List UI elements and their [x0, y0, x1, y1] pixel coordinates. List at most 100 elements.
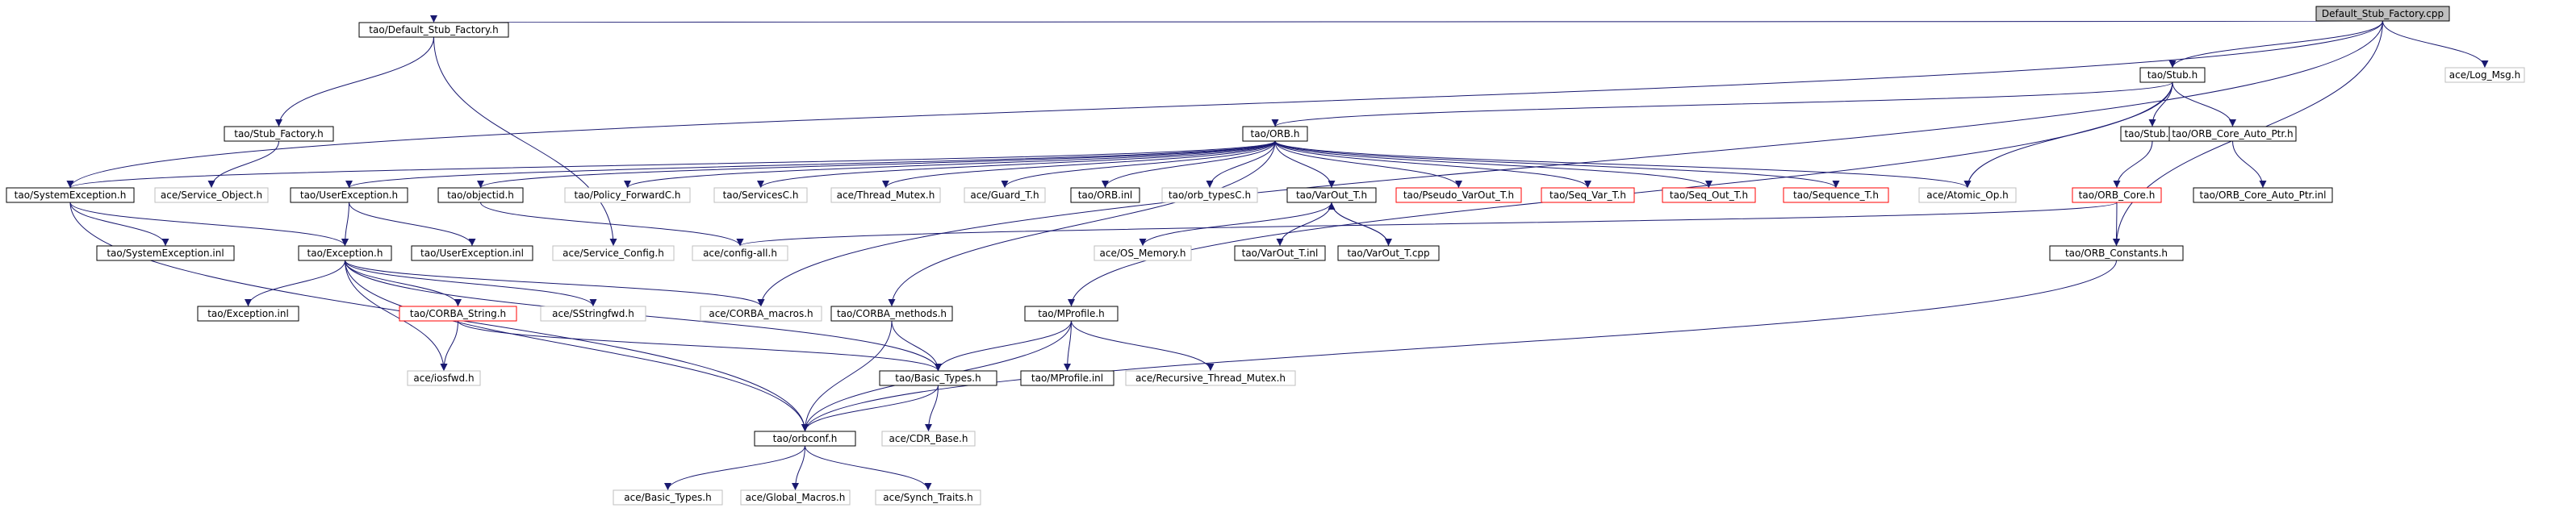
node-service_object: ace/Service_Object.h — [154, 187, 269, 203]
node-varout_cpp[interactable]: tao/VarOut_T.cpp — [1337, 245, 1440, 261]
edge-corba_string-to-basic_types_tao — [458, 320, 942, 372]
edge-orb_h-to-thread_mutex — [882, 140, 1276, 189]
node-box-objectid — [437, 187, 524, 203]
edge-orb_h-to-varout_h — [1274, 140, 1336, 189]
node-basic_types_tao[interactable]: tao/Basic_Types.h — [879, 370, 997, 386]
node-label-orb_inl: tao/ORB.inl — [1078, 189, 1133, 201]
node-label-atomic_op: ace/Atomic_Op.h — [1926, 189, 2009, 201]
node-box-mprofile_inl — [1020, 370, 1114, 386]
node-seq_out[interactable]: tao/Seq_Out_T.h — [1662, 187, 1756, 203]
node-objectid[interactable]: tao/objectid.h — [437, 187, 524, 203]
node-box-sysexc_h — [6, 187, 135, 203]
edge-orb_h-to-orb_inl — [1102, 140, 1276, 189]
node-label-sequence_t: tao/Sequence_T.h — [1793, 189, 1879, 201]
node-box-orb_typesc — [1161, 187, 1258, 203]
node-label-objectid: tao/objectid.h — [447, 189, 514, 201]
edge-mprofile_h-to-recursive_mutex — [1071, 320, 1215, 372]
node-log_msg: ace/Log_Msg.h — [2444, 67, 2525, 83]
node-orb_inl[interactable]: tao/ORB.inl — [1070, 187, 1140, 203]
node-box-orb_core_auto_inl — [2193, 187, 2333, 203]
node-label-userexc_h: tao/UserException.h — [300, 189, 398, 201]
node-exception_inl[interactable]: tao/Exception.inl — [197, 306, 299, 322]
edge-orb_h-to-objectid — [477, 140, 1276, 189]
edge-exception_h-to-iosfwd — [345, 260, 448, 372]
node-synch_traits: ace/Synch_Traits.h — [875, 489, 981, 506]
node-box-synch_traits — [875, 489, 981, 506]
node-stub_factory[interactable]: tao/Stub_Factory.h — [224, 126, 334, 142]
node-box-thread_mutex — [830, 187, 941, 203]
edge-corba_methods-to-orbconf — [801, 320, 893, 432]
node-label-mprofile_h: tao/MProfile.h — [1038, 308, 1105, 319]
node-box-os_memory — [1094, 245, 1192, 261]
node-thread_mutex: ace/Thread_Mutex.h — [830, 187, 941, 203]
node-box-cdr_base — [881, 431, 976, 447]
node-iosfwd: ace/iosfwd.h — [407, 370, 481, 386]
node-label-stub_factory: tao/Stub_Factory.h — [234, 128, 324, 139]
node-corba_methods[interactable]: tao/CORBA_methods.h — [830, 306, 953, 322]
node-orb_core_auto[interactable]: tao/ORB_Core_Auto_Ptr.h — [2168, 126, 2297, 142]
edge-userexc_h-to-userexc_inl — [349, 202, 476, 247]
node-stub_inl[interactable]: tao/Stub.inl — [2120, 126, 2185, 142]
node-orb_core_auto_inl[interactable]: tao/ORB_Core_Auto_Ptr.inl — [2193, 187, 2333, 203]
node-label-mprofile_inl: tao/MProfile.inl — [1031, 373, 1103, 384]
edge-corba_string-to-iosfwd — [440, 320, 458, 372]
node-box-service_config — [552, 245, 675, 261]
node-box-corba_methods — [830, 306, 953, 322]
node-varout_h[interactable]: tao/VarOut_T.h — [1286, 187, 1377, 203]
node-label-stub_inl: tao/Stub.inl — [2124, 128, 2180, 139]
edge-orb_h-to-policy_fwd — [624, 140, 1276, 189]
node-sysexc_inl[interactable]: tao/SystemException.inl — [96, 245, 235, 261]
node-sequence_t[interactable]: tao/Sequence_T.h — [1783, 187, 1889, 203]
node-box-exception_h — [298, 245, 392, 261]
node-seq_var[interactable]: tao/Seq_Var_T.h — [1541, 187, 1635, 203]
node-orb_h[interactable]: tao/ORB.h — [1242, 126, 1308, 142]
node-label-orb_constants: tao/ORB_Constants.h — [2065, 248, 2168, 259]
node-exception_h[interactable]: tao/Exception.h — [298, 245, 392, 261]
node-dsf_h[interactable]: tao/Default_Stub_Factory.h — [358, 22, 509, 38]
edge-orb_constants-to-orbconf — [801, 260, 2117, 432]
node-box-orb_constants — [2049, 245, 2184, 261]
edge-orb_core_h-to-orb_constants — [2113, 202, 2121, 247]
node-varout_inl[interactable]: tao/VarOut_T.inl — [1234, 245, 1326, 261]
edge-orbconf-to-basic_types_ace — [664, 445, 805, 491]
node-mprofile_inl[interactable]: tao/MProfile.inl — [1020, 370, 1114, 386]
node-box-orb_core_auto — [2168, 126, 2297, 142]
edge-exception_h-to-orbconf — [345, 260, 809, 432]
edge-exception_h-to-exception_inl — [245, 260, 345, 307]
node-root[interactable]: Default_Stub_Factory.cpp — [2315, 6, 2450, 22]
node-orbconf[interactable]: tao/orbconf.h — [754, 431, 856, 447]
edge-orb_core_auto-to-orb_core_auto_inl — [2232, 140, 2267, 189]
node-box-stub_factory — [224, 126, 334, 142]
node-label-global_macros: ace/Global_Macros.h — [746, 492, 846, 503]
node-mprofile_h[interactable]: tao/MProfile.h — [1024, 306, 1119, 322]
edge-stub_inl-to-orb_core_h — [2113, 140, 2153, 189]
edge-stub_factory-to-service_object — [207, 140, 279, 189]
node-sysexc_h[interactable]: tao/SystemException.h — [6, 187, 135, 203]
node-box-sequence_t — [1783, 187, 1889, 203]
node-box-basic_types_ace — [613, 489, 723, 506]
node-label-sysexc_inl: tao/SystemException.inl — [107, 248, 224, 259]
node-label-orbconf: tao/orbconf.h — [773, 433, 838, 444]
node-box-root — [2315, 6, 2450, 22]
node-sstringfwd: ace/SStringfwd.h — [540, 306, 646, 322]
edge-orb_h-to-seq_var — [1274, 140, 1591, 189]
edge-varout_h-to-os_memory — [1139, 202, 1332, 247]
node-config_all: ace/config-all.h — [692, 245, 788, 261]
node-box-varout_h — [1286, 187, 1377, 203]
node-userexc_h[interactable]: tao/UserException.h — [290, 187, 408, 203]
node-orb_core_h[interactable]: tao/ORB_Core.h — [2072, 187, 2162, 203]
edge-exception_h-to-corba_string — [345, 260, 462, 307]
node-orb_constants[interactable]: tao/ORB_Constants.h — [2049, 245, 2184, 261]
node-pseudo_varout[interactable]: tao/Pseudo_VarOut_T.h — [1395, 187, 1522, 203]
node-corba_string[interactable]: tao/CORBA_String.h — [399, 306, 517, 322]
node-userexc_inl[interactable]: tao/UserException.inl — [411, 245, 533, 261]
node-label-os_memory: ace/OS_Memory.h — [1100, 248, 1186, 259]
node-label-userexc_inl: tao/UserException.inl — [420, 248, 524, 259]
edge-stub_h-to-orb_h — [1271, 81, 2173, 127]
edge-orb_h-to-orb_typesc — [1206, 140, 1276, 189]
node-box-basic_types_tao — [879, 370, 997, 386]
edge-orbconf-to-synch_traits — [805, 445, 932, 491]
nodes-layer: Default_Stub_Factory.cpp tao/Default_Stub… — [6, 6, 2525, 506]
node-box-orb_h — [1242, 126, 1308, 142]
node-stub_h[interactable]: tao/Stub.h — [2139, 67, 2206, 83]
